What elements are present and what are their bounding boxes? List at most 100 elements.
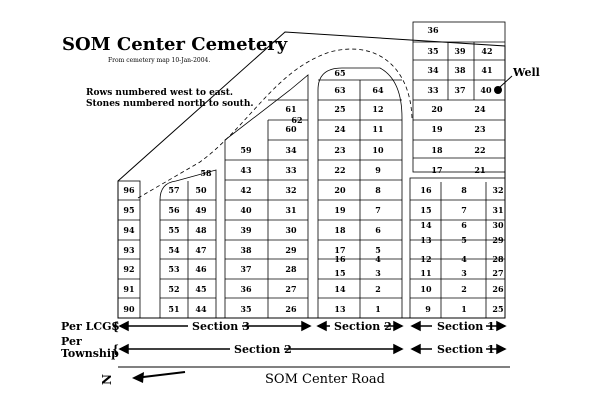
lot-number: 38 — [454, 65, 466, 75]
lot-number: 37 — [240, 264, 251, 274]
svg-text:N: N — [100, 374, 114, 385]
lot-number: 19 — [431, 124, 443, 134]
road-label: SOM Center Road — [265, 372, 385, 387]
lot-number: 1 — [375, 304, 381, 314]
lcgs-section3-label: Section 3 — [192, 320, 250, 333]
well-pointer — [499, 75, 513, 88]
lot-number: 26 — [285, 304, 297, 314]
lot-number: 31 — [285, 205, 296, 215]
lot-number: 45 — [195, 284, 206, 294]
lot-number: 16 — [334, 254, 346, 264]
lot-number: 4 — [461, 254, 467, 264]
lot-number: 40 — [480, 85, 492, 95]
north-arrow-icon: N — [100, 371, 186, 385]
lot-number: 7 — [461, 205, 467, 215]
lcgs-section1-label: Section 1 — [437, 320, 495, 333]
lot-number: 5 — [461, 235, 467, 245]
lot-number: 47 — [195, 245, 206, 255]
township-section2-label-bg — [230, 342, 284, 354]
lot-number: 27 — [285, 284, 296, 294]
lot-number: 49 — [195, 205, 207, 215]
township-row-label-line2: Township — [61, 347, 119, 360]
lot-number: 20 — [334, 185, 346, 195]
lot-number: 11 — [372, 124, 383, 134]
lot-number: 16 — [420, 185, 432, 195]
lot-number: 59 — [240, 145, 252, 155]
lot-number: 60 — [285, 124, 297, 134]
township-row-label-line1: Per — [61, 335, 82, 348]
lot-number: 7 — [375, 205, 381, 215]
map-title: SOM Center Cemetery — [62, 34, 288, 55]
lot-number: 39 — [454, 46, 466, 56]
lot-number: 31 — [492, 205, 503, 215]
lot-number: 23 — [474, 124, 486, 134]
lcgs-row-label: Per LCGS — [61, 320, 119, 333]
lcgs-section1-label-bg — [432, 319, 486, 331]
lot-number: 22 — [334, 165, 345, 175]
map-source-note: From cemetery map 10-Jan-2004. — [108, 57, 210, 64]
lot-number: 26 — [492, 284, 504, 294]
lot-number: 92 — [123, 264, 134, 274]
lot-number: 29 — [285, 245, 297, 255]
lot-number: 23 — [334, 145, 346, 155]
lot-number: 22 — [474, 145, 485, 155]
lot-number: 55 — [168, 225, 179, 235]
lot-number: 63 — [334, 85, 346, 95]
township-section1-label-bg — [432, 342, 486, 354]
lot-number: 48 — [195, 225, 207, 235]
lot-number: 44 — [195, 304, 207, 314]
lot-number: 93 — [123, 245, 135, 255]
lcgs-section2-label-bg — [330, 319, 384, 331]
lot-number: 25 — [334, 104, 345, 114]
lot-number: 96 — [123, 185, 135, 195]
lot-number: 9 — [425, 304, 431, 314]
lot-number: 65 — [334, 68, 345, 78]
lot-number: 38 — [240, 245, 252, 255]
lot-number: 36 — [427, 25, 439, 35]
lot-grid — [117, 21, 506, 319]
lot-number: 10 — [420, 284, 432, 294]
lot-number: 15 — [334, 268, 345, 278]
lot-number: 40 — [240, 205, 252, 215]
lot-number: 53 — [168, 264, 180, 274]
lot-number: 24 — [334, 124, 346, 134]
lot-number: 19 — [334, 205, 346, 215]
lot-number: 13 — [334, 304, 346, 314]
lot-number: 33 — [427, 85, 439, 95]
lot-number: 62 — [291, 115, 302, 125]
lot-number: 29 — [492, 235, 504, 245]
lot-number: 50 — [195, 185, 207, 195]
lot-number: 34 — [427, 65, 439, 75]
lot-number: 46 — [195, 264, 207, 274]
lot-number: 6 — [461, 220, 467, 230]
lot-number: 8 — [461, 185, 467, 195]
lot-number: 34 — [285, 145, 297, 155]
lot-number: 95 — [123, 205, 134, 215]
lot-number: 37 — [454, 85, 465, 95]
row-numbering-note: Rows numbered west to east. — [86, 88, 233, 98]
lot-number: 18 — [334, 225, 346, 235]
lot-number: 57 — [168, 185, 179, 195]
lot-number: 33 — [285, 165, 297, 175]
lot-number: 25 — [492, 304, 503, 314]
lot-number: 54 — [168, 245, 180, 255]
stone-numbering-note: Stones numbered north to south. — [86, 99, 254, 109]
lot-number: 42 — [240, 185, 251, 195]
lot-number: 3 — [375, 268, 381, 278]
lot-number: 17 — [334, 245, 345, 255]
lot-number: 14 — [334, 284, 346, 294]
lot-number: 10 — [372, 145, 384, 155]
lot-number: 30 — [492, 220, 504, 230]
lot-number: 91 — [123, 284, 134, 294]
lot-number: 36 — [240, 284, 252, 294]
lot-number: 52 — [168, 284, 179, 294]
lot-number: 28 — [285, 264, 297, 274]
lcgs-section3-label-bg — [188, 319, 242, 331]
